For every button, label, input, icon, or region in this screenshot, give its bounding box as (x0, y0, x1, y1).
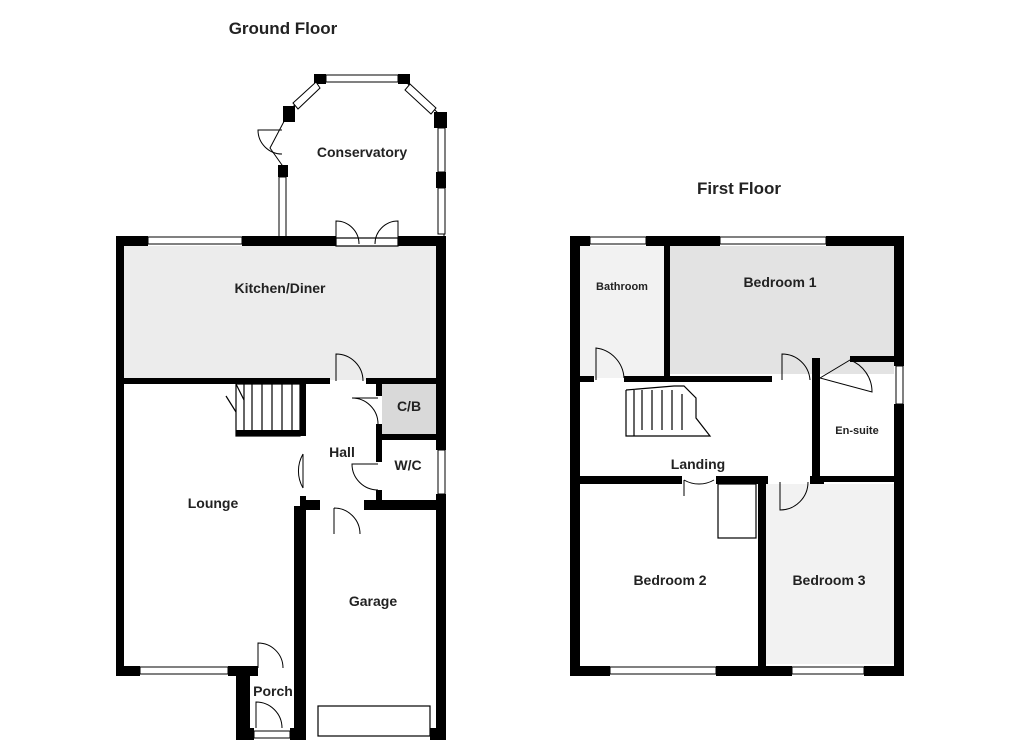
bedroom3-fill (766, 484, 894, 664)
bathroom-label: Bathroom (596, 281, 648, 293)
bedroom2-door (683, 479, 715, 496)
ground-floor: Ground Floor Conservatory (116, 19, 447, 740)
bedroom1-fill (670, 246, 894, 374)
ensuite-label: En-suite (835, 425, 878, 437)
cb-door (351, 397, 379, 425)
bedroom1-label: Bedroom 1 (743, 274, 816, 290)
kitchen-door (335, 353, 364, 382)
french-doors (335, 220, 399, 245)
conservatory-side-door (257, 129, 283, 155)
ground-floor-title: Ground Floor (229, 19, 338, 38)
hall-label: Hall (329, 444, 355, 460)
cb-fill (382, 384, 436, 436)
conservatory-windows (257, 74, 447, 238)
porch-outer-door (255, 701, 283, 729)
garage-label: Garage (349, 593, 397, 609)
bathroom-door (595, 347, 625, 380)
bedroom3-door (779, 481, 809, 511)
porch-inner-door (257, 642, 284, 669)
wc-door (351, 463, 379, 491)
kitchen-diner-label: Kitchen/Diner (234, 280, 326, 296)
ground-stairs (225, 383, 301, 437)
conservatory-label: Conservatory (317, 144, 407, 160)
cb-label: C/B (397, 398, 421, 414)
kitchen-diner-fill (124, 246, 436, 380)
first-floor-title: First Floor (697, 179, 781, 198)
first-floor: First Floor (570, 179, 904, 676)
landing-label: Landing (671, 456, 725, 472)
ensuite-door (818, 359, 873, 393)
bathroom-fill (580, 246, 664, 378)
bedroom2-label: Bedroom 2 (633, 572, 706, 588)
bedroom3-label: Bedroom 3 (792, 572, 865, 588)
porch-label: Porch (253, 683, 293, 699)
lounge-label: Lounge (188, 495, 239, 511)
wc-label: W/C (394, 457, 421, 473)
bedroom1-door (781, 353, 811, 381)
garage-door-internal (333, 507, 361, 535)
first-stairs (625, 385, 712, 437)
lounge-door (297, 453, 304, 489)
